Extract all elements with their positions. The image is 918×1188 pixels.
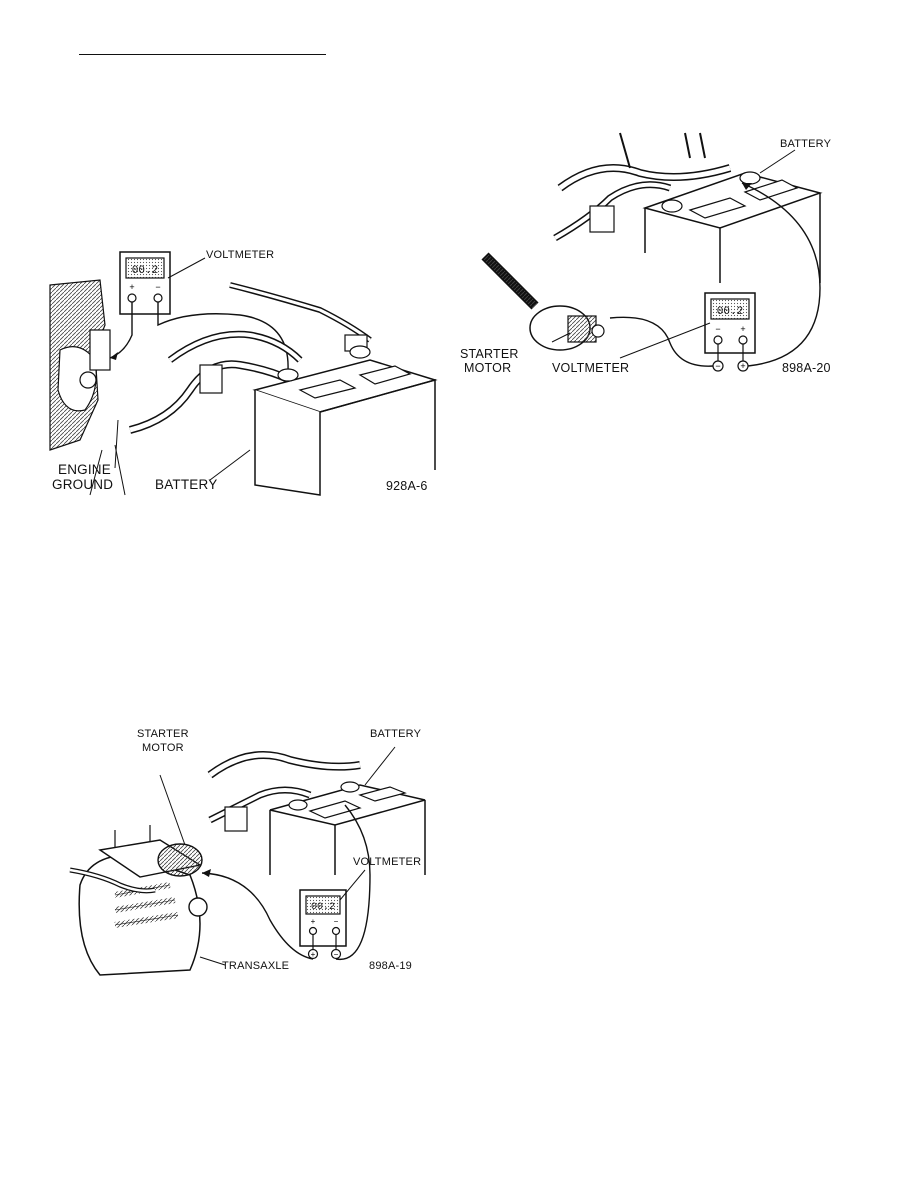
figure-number: 898A-20 <box>782 361 831 375</box>
meter-minus-terminal: − <box>155 282 160 292</box>
starter-motor <box>69 839 208 917</box>
label-engine: ENGINE <box>58 462 111 477</box>
label-starter: STARTER <box>137 728 189 740</box>
lead-plus-symbol: + <box>740 361 745 371</box>
meter-display: 00.2 <box>311 902 335 913</box>
figure-engine-ground-test: 00.2 + − <box>40 240 450 496</box>
engine-block <box>49 279 126 496</box>
wiring-harness <box>553 132 732 242</box>
figure-3-illustration: 00.2 + − + − <box>69 746 426 976</box>
battery <box>252 345 438 496</box>
starter-motor <box>481 252 605 351</box>
meter-display: 00.2 <box>717 306 743 318</box>
label-starter: STARTER <box>460 347 519 361</box>
wiring-harness <box>207 751 361 832</box>
meter-plus-terminal: + <box>129 282 134 292</box>
meter-minus-terminal: − <box>715 324 720 334</box>
lead-plus-symbol: + <box>311 950 316 959</box>
label-motor: MOTOR <box>142 742 184 754</box>
figure-1-illustration: 00.2 + − <box>49 251 438 496</box>
lead-minus-symbol: − <box>715 361 720 371</box>
label-battery: BATTERY <box>370 728 422 740</box>
figure-number: 928A-6 <box>386 479 428 493</box>
figure-starter-feed-test: 00.2 − + − + BATTERY STARTER MOTOR VOLTM… <box>460 128 845 378</box>
meter-plus-terminal: + <box>740 324 745 334</box>
meter-plus-terminal: + <box>311 917 316 926</box>
voltmeter: 00.2 − + − + <box>704 292 756 372</box>
label-battery: BATTERY <box>780 138 832 150</box>
label-ground: GROUND <box>52 477 114 492</box>
meter-minus-terminal: − <box>334 917 339 926</box>
label-battery: BATTERY <box>155 477 218 492</box>
voltmeter: 00.2 + − + − <box>299 889 347 960</box>
lead-minus-symbol: − <box>334 950 339 959</box>
label-voltmeter: VOLTMETER <box>206 249 275 261</box>
wiring-harness <box>128 282 372 434</box>
figure-number: 898A-19 <box>369 960 412 972</box>
label-transaxle: TRANSAXLE <box>222 960 290 972</box>
battery <box>269 781 426 875</box>
meter-display: 00.2 <box>132 265 158 277</box>
label-voltmeter: VOLTMETER <box>353 856 422 868</box>
label-voltmeter: VOLTMETER <box>552 361 630 375</box>
header-rule <box>79 54 326 55</box>
voltmeter: 00.2 + − <box>119 251 171 315</box>
figure-starter-ground-test: 00.2 + − + − STARTER MOTOR BATTERY VOLTM… <box>60 725 435 980</box>
label-motor: MOTOR <box>464 361 512 375</box>
transaxle <box>78 825 201 976</box>
battery <box>642 171 823 283</box>
figure-2-illustration: 00.2 − + − + <box>481 132 823 372</box>
